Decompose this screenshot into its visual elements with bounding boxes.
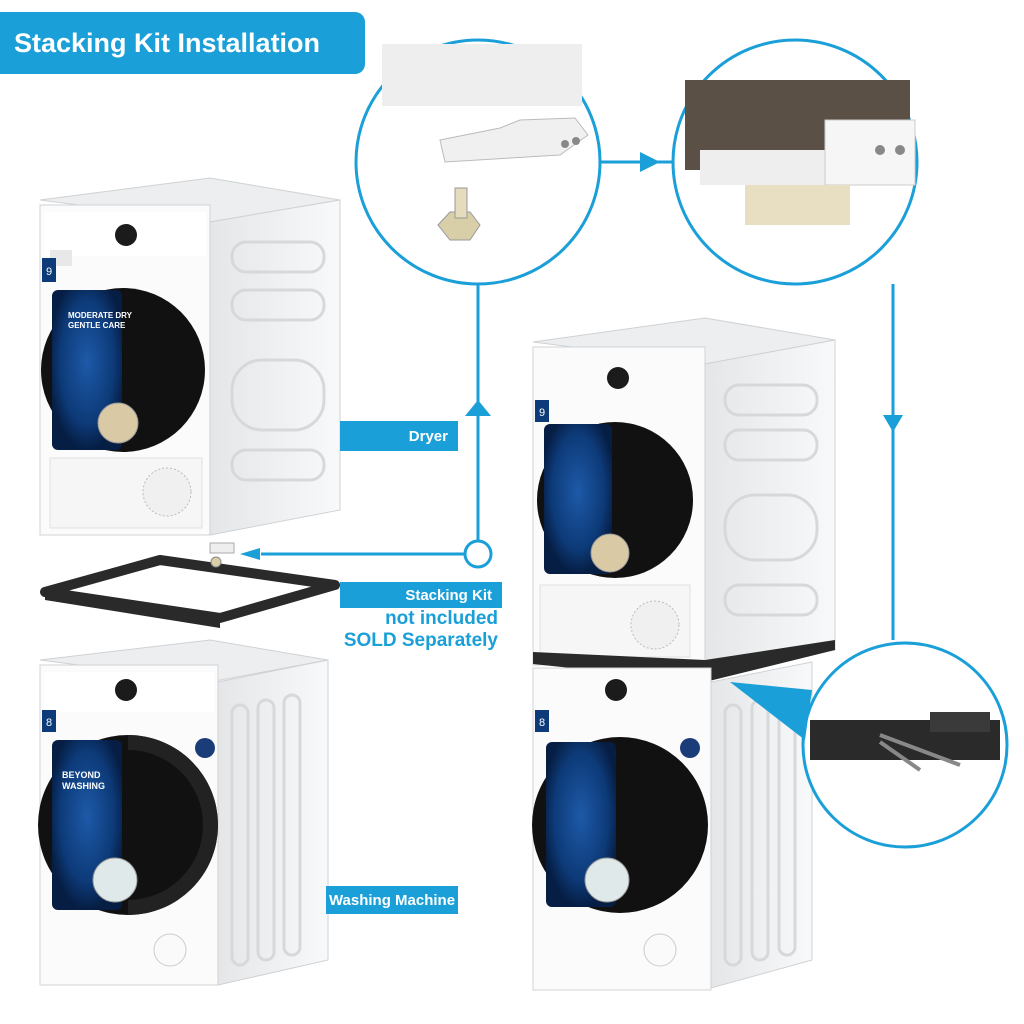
svg-text:9: 9 (539, 407, 545, 419)
detail-circle-parts (354, 38, 602, 286)
arrow-right-icon (640, 152, 660, 172)
stacked-dryer: 9 (532, 317, 836, 671)
stacking-kit-label-text: Stacking Kit (405, 586, 492, 604)
washer-capacity-label: 8 (46, 717, 52, 729)
kit-note: not included SOLD Separately (300, 608, 498, 652)
washing-machine-label-text: Washing Machine (328, 891, 456, 909)
dryer-label: Dryer (340, 421, 458, 451)
not-included-text: not included (385, 608, 498, 629)
dryer-capacity-label: 9 (46, 266, 52, 278)
stacking-kit-label: Stacking Kit (340, 582, 502, 608)
dryer-panel-text-2: GENTLE CARE (68, 321, 126, 330)
dryer-label-text: Dryer (408, 427, 448, 445)
sold-separately-text: SOLD Separately (343, 630, 498, 651)
washer-panel-text-1: BEYOND (62, 770, 101, 780)
page-title-text: Stacking Kit Installation (14, 27, 321, 58)
zoom-wedge (730, 682, 812, 740)
detail-circle-foot (671, 38, 919, 286)
washing-machine-label: Washing Machine (326, 886, 458, 914)
arrow-left-icon (240, 548, 260, 560)
stacked-washer: 8 (532, 661, 813, 991)
svg-text:8: 8 (539, 717, 545, 729)
dryer-appliance: 9 MODERATE DRY GENTLE CARE (39, 177, 341, 536)
washer-panel-text-2: WASHING (62, 781, 105, 791)
dryer-panel-text-1: MODERATE DRY (68, 311, 133, 320)
detail-circle-screws (801, 641, 1009, 849)
arrow-down-icon (883, 415, 903, 432)
connector-node (463, 539, 493, 569)
arrow-up-icon (465, 400, 491, 416)
stacking-kit-frame (40, 542, 340, 628)
washer-appliance: 8 BEYOND WASHING (38, 639, 329, 986)
page-title: Stacking Kit Installation (0, 12, 365, 74)
